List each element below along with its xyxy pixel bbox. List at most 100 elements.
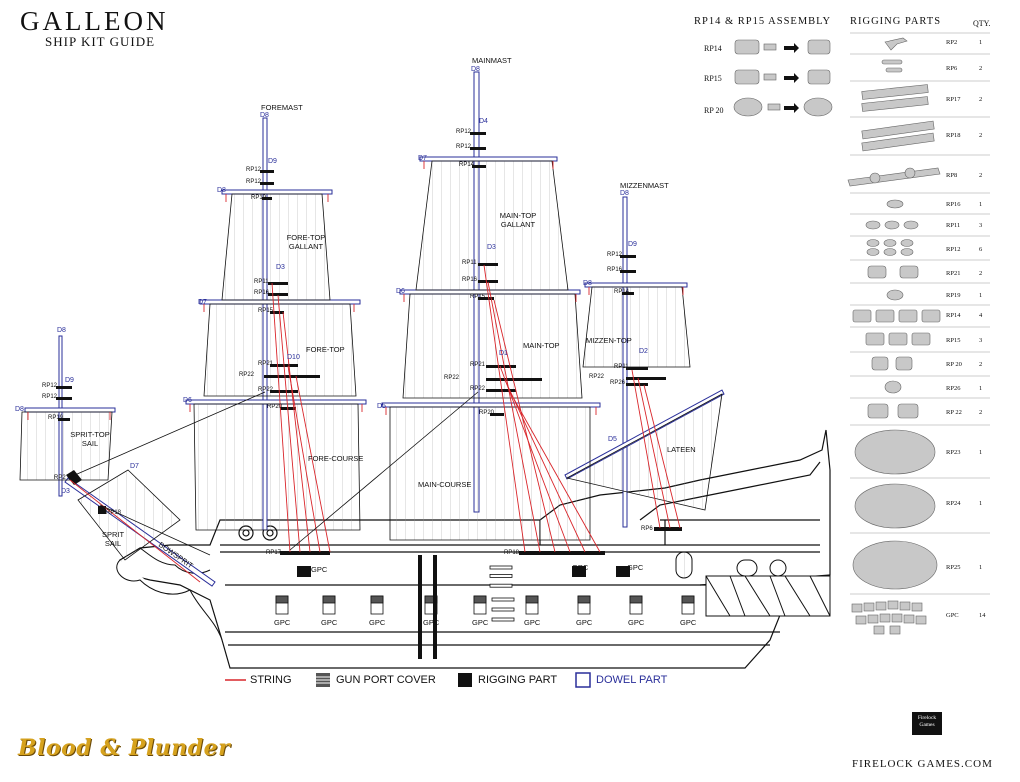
rp-label: RP15	[470, 294, 486, 300]
part-label: RP14	[946, 312, 961, 319]
rp-label: RP11	[614, 364, 629, 370]
deck-slot	[491, 617, 515, 622]
part-rp16	[886, 199, 904, 209]
dowel-label-d4: D4	[479, 118, 488, 125]
rp-label: RP12	[246, 167, 262, 173]
part-qty: 2	[979, 409, 983, 416]
rp-label: RP12	[42, 383, 58, 389]
dowel-label-d9-fore: D9	[268, 158, 277, 165]
part-label: RP18	[946, 132, 961, 139]
part-qty: 1	[979, 385, 983, 392]
gpc-label: GPC	[680, 618, 697, 627]
part-rp26	[884, 380, 902, 394]
rp-label: RP22	[470, 386, 486, 392]
deck-slot	[489, 583, 513, 588]
part-rp12	[866, 239, 880, 247]
assembly-label-rp14: RP14	[704, 44, 722, 53]
part-qty: 1	[979, 500, 983, 507]
rp-label: RP20	[267, 404, 283, 410]
rp-label: RP20	[479, 410, 495, 416]
rp-label: RP26	[610, 380, 626, 386]
sail-fore-top: FORE-TOP	[306, 345, 345, 354]
deck-slot	[489, 574, 513, 578]
part-rp14	[852, 309, 872, 323]
rp-label: RP16	[462, 277, 478, 283]
gpc-label: GPC	[472, 618, 489, 627]
rp-label: RP18	[504, 550, 520, 556]
gpc-label: GPC	[628, 618, 645, 627]
gpc-label: GPC	[423, 618, 440, 627]
part-rp2	[884, 37, 908, 51]
foremast-label: FOREMAST	[261, 103, 303, 112]
sail-lateen: LATEEN	[667, 445, 696, 454]
part-rp22	[867, 403, 889, 419]
mizzenmast-label: MIZZENMAST	[620, 181, 669, 190]
part-qty: 3	[979, 222, 983, 229]
dowel-label-d8-fore: D8	[260, 112, 269, 119]
rp-label: RP14	[614, 289, 630, 295]
dowel-label-d8-mizzen: D8	[620, 190, 629, 197]
sail-fore-course: FORE-COURSE	[308, 454, 364, 463]
rp-label: RP11	[254, 279, 269, 285]
dowel-label-d5-main: D5	[377, 403, 386, 410]
site-url[interactable]: FIRELOCK GAMES.COM	[852, 758, 993, 770]
gun-port-cover	[525, 595, 539, 604]
dowel-label-d3-main: D3	[487, 244, 496, 251]
rp-label: RP12	[607, 252, 623, 258]
part-label: RP26	[946, 385, 961, 392]
part-label: RP8	[946, 172, 958, 179]
assembly-label-rp20: RP 20	[704, 106, 724, 115]
stern-panels	[675, 551, 831, 617]
part-qty: 2	[979, 96, 983, 103]
dowel-label-d2: D2	[639, 348, 648, 355]
dowel-label-d3-sprit: D3	[61, 488, 70, 495]
gpc-label: GPC	[572, 563, 589, 572]
dowel-label-d8-main: D8	[471, 66, 480, 73]
part-rp17	[861, 84, 929, 100]
assembly-label-rp15: RP15	[704, 74, 722, 83]
mainmast-label: MAINMAST	[472, 56, 512, 65]
parts-thumbnails	[733, 37, 941, 635]
sail-mizzen-top: MIZZEN-TOP	[586, 336, 632, 345]
sail-sprit: SPRIT SAIL	[102, 530, 125, 548]
assembly-drawings	[733, 39, 833, 117]
dowel-label-d1: D1	[499, 350, 508, 357]
part-label: RP23	[946, 449, 961, 456]
part-qty: 2	[979, 361, 983, 368]
dowel-label-d8-mizzen-yard: D8	[583, 280, 592, 287]
dowel-label-d7-fore: D7	[198, 299, 207, 306]
part-rp21	[867, 265, 887, 279]
gpc-label: GPC	[274, 618, 291, 627]
legend-swatches	[225, 672, 591, 688]
dowel-label-d7-main: D7	[418, 155, 427, 162]
rp-label: RP18	[106, 510, 122, 516]
part-qty: 1	[979, 39, 983, 46]
part-label: RP16	[946, 201, 961, 208]
dowel-label-d9-mizzen: D9	[628, 241, 637, 248]
part-qty: 2	[979, 65, 983, 72]
part-label: RP 22	[946, 409, 962, 416]
rp-label: RP19	[251, 195, 267, 201]
legend-gun-port-cover: GUN PORT COVER	[336, 674, 436, 686]
rp-label: RP11	[462, 260, 477, 266]
part-qty: 6	[979, 246, 983, 253]
gun-port-cover	[681, 595, 695, 604]
qty-header: QTY.	[973, 19, 991, 28]
rp-label: RP22	[589, 374, 605, 380]
gun-port-cover	[473, 595, 487, 604]
dowel-label-d7-sprit: D7	[130, 463, 139, 470]
hull-rigging-bars	[280, 527, 682, 659]
part-label: RP12	[946, 246, 961, 253]
part-qty: 2	[979, 132, 983, 139]
part-qty: 3	[979, 337, 983, 344]
dowel-label-d10: D10	[287, 354, 300, 361]
rp-label: RP21	[258, 361, 274, 367]
rp-label: RP15	[258, 308, 274, 314]
assembly-arrows	[784, 43, 799, 113]
sail-main-top-gallant: MAIN-TOP GALLANT	[499, 211, 537, 229]
part-qty: 2	[979, 270, 983, 277]
legend-rigging-part: RIGGING PART	[478, 674, 558, 686]
legend-string: STRING	[250, 674, 292, 686]
sail-sprit-top: SPRIT-TOP SAIL	[70, 430, 110, 448]
part-label: RP6	[946, 65, 958, 72]
